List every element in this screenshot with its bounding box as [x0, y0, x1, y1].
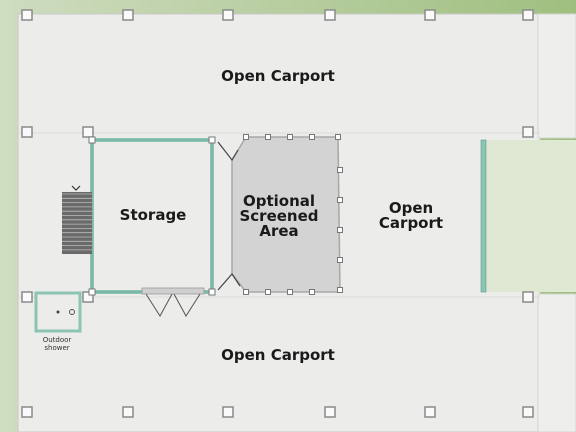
driveway-bottom — [537, 293, 576, 432]
driveway-top — [537, 13, 576, 139]
label-carport-bottom: Open Carport — [221, 346, 335, 364]
label-screened-3: Area — [259, 222, 298, 240]
wall-corner-post — [208, 288, 216, 296]
support-post — [21, 9, 33, 21]
wall-corner-post — [88, 288, 96, 296]
staircase — [62, 192, 92, 254]
label-shower-1: Outdoor — [43, 336, 72, 344]
shower-drain-icon — [56, 310, 60, 314]
label-carport-top: Open Carport — [221, 67, 335, 85]
support-post — [522, 9, 534, 21]
stair-treads — [62, 193, 92, 251]
support-post — [424, 406, 436, 418]
support-post — [424, 9, 436, 21]
label-storage: Storage — [120, 206, 187, 224]
wall-corner-post — [88, 136, 96, 144]
label-shower-2: shower — [44, 344, 69, 352]
support-post — [522, 291, 534, 303]
screen-post — [265, 134, 271, 140]
shower-head-icon — [69, 309, 75, 315]
carport-right-wall — [480, 139, 487, 293]
screen-post — [309, 289, 315, 295]
screen-post — [265, 289, 271, 295]
support-post — [122, 9, 134, 21]
support-post — [324, 9, 336, 21]
screen-post — [337, 257, 343, 263]
support-post — [222, 9, 234, 21]
screened-door-bottom — [217, 273, 241, 291]
support-post — [522, 406, 534, 418]
support-post — [522, 126, 534, 138]
screen-post — [287, 134, 293, 140]
label-screened-1: Optional — [243, 192, 315, 210]
support-post — [21, 126, 33, 138]
screened-door-top — [217, 141, 239, 162]
screen-post — [243, 134, 249, 140]
stair-direction-arrow-icon — [71, 185, 81, 191]
support-post — [82, 126, 94, 138]
screen-post — [335, 134, 341, 140]
support-post — [122, 406, 134, 418]
label-carport-right-2: Carport — [379, 214, 443, 232]
support-post — [222, 406, 234, 418]
support-post — [82, 291, 94, 303]
label-screened-2: Screened — [239, 207, 318, 225]
label-carport-right-1: Open — [389, 199, 433, 217]
right-recess — [486, 140, 576, 292]
support-post — [21, 406, 33, 418]
screen-posts — [88, 134, 343, 296]
support-posts — [21, 9, 534, 418]
screen-post — [337, 287, 343, 293]
screen-post — [337, 167, 343, 173]
screen-post — [243, 289, 249, 295]
support-post — [21, 291, 33, 303]
screen-post — [337, 227, 343, 233]
storage-double-door — [141, 287, 205, 317]
support-post — [324, 406, 336, 418]
wall-corner-post — [208, 136, 216, 144]
screen-post — [287, 289, 293, 295]
screen-post — [337, 197, 343, 203]
screen-post — [309, 134, 315, 140]
